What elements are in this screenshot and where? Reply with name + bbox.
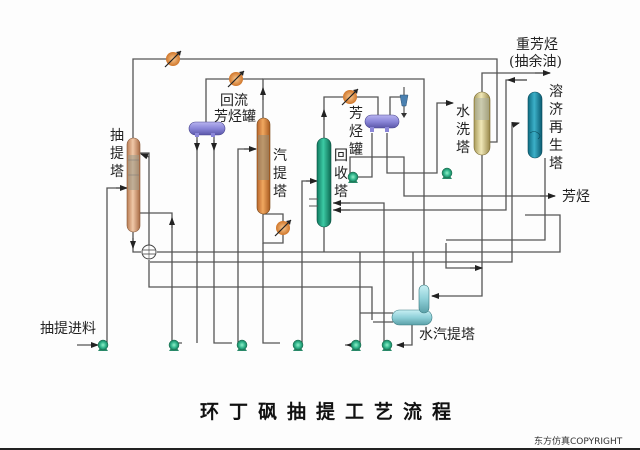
- pipe-aromatics-product: [349, 156, 555, 197]
- centrifugal-pump-icon[interactable]: [441, 167, 453, 179]
- centrifugal-pump-icon[interactable]: [236, 339, 248, 351]
- feed-label: 抽提进料: [40, 321, 96, 337]
- heat-exchanger-icon[interactable]: [227, 70, 245, 88]
- pipe-extractor-bottom: [132, 230, 141, 253]
- copyright-text: 东方仿真COPYRIGHT: [534, 435, 623, 447]
- pipe-stripper-bottom: [262, 243, 280, 344]
- pipe-drum-to-pump: [357, 133, 373, 178]
- svg-text:罐: 罐: [349, 142, 363, 158]
- pipe-regen-bottom: [446, 158, 546, 241]
- heat-exchanger-icon[interactable]: [274, 219, 292, 237]
- raffinate-label: (抽余油): [509, 53, 562, 70]
- solvent-regenerator[interactable]: [527, 91, 543, 159]
- pipe-stripper-side-inlet: [237, 148, 256, 343]
- svg-text:抽: 抽: [110, 128, 124, 144]
- arrow-extractor-top: [140, 153, 150, 160]
- pipe-stripper-reboiler: [262, 212, 284, 244]
- vent-valve-icon[interactable]: [399, 87, 409, 118]
- pipe-vent: [389, 96, 404, 118]
- bottom-divider: [0, 448, 640, 450]
- diagram-title: 环丁砜抽提工艺流程: [200, 400, 461, 423]
- svg-text:洗: 洗: [456, 122, 470, 138]
- svg-text:塔: 塔: [456, 140, 470, 156]
- svg-text:烃: 烃: [349, 124, 363, 140]
- svg-text:再: 再: [549, 120, 563, 136]
- centrifugal-pump-icon[interactable]: [292, 339, 304, 351]
- svg-text:济: 济: [549, 102, 563, 118]
- centrifugal-pump-icon[interactable]: [347, 171, 359, 183]
- svg-text:塔: 塔: [549, 156, 563, 172]
- svg-text:回流: 回流: [220, 93, 248, 109]
- pipe-pump-to-recovery: [345, 252, 361, 346]
- svg-text:提: 提: [273, 166, 287, 182]
- stripper-tower[interactable]: [256, 117, 271, 215]
- pipe-reflux-drum-inlet: [205, 78, 263, 122]
- svg-text:塔: 塔: [110, 164, 124, 180]
- centrifugal-pump-icon[interactable]: [350, 339, 362, 351]
- heat-exchanger-icon[interactable]: [341, 88, 359, 106]
- pipe-header-lower: [148, 260, 373, 320]
- svg-text:提: 提: [110, 146, 124, 162]
- pipe-reflux-out2: [213, 133, 232, 344]
- steam-stripper-label: 水汽提塔: [419, 327, 475, 343]
- aromatics-drum-label: 芳 烃 罐: [349, 105, 363, 158]
- centrifugal-pump-icon[interactable]: [381, 339, 393, 351]
- pipe-extractor-overhead: [132, 58, 498, 143]
- pipe-ss-bottom-pump: [397, 323, 413, 346]
- heat-exchanger-icon[interactable]: [164, 50, 182, 68]
- recovery-tower[interactable]: [309, 137, 332, 228]
- pipe-header-main: [157, 214, 561, 253]
- solvent-regenerator-label: 溶 济 再 生 塔: [549, 84, 563, 172]
- water-wash-tower[interactable]: [473, 91, 491, 156]
- svg-text:芳: 芳: [349, 105, 363, 122]
- heavy-aromatics-label: 重芳烃: [516, 36, 558, 53]
- pipe-wash-bottom: [432, 155, 483, 297]
- pipe-extractor-bottom-side: [140, 212, 182, 344]
- steam-stripper[interactable]: [391, 284, 433, 326]
- svg-text:水: 水: [456, 104, 470, 120]
- stripper-label: 汽 提 塔: [273, 148, 287, 200]
- reflux-drum-label: 回流 芳烃罐: [214, 93, 256, 125]
- reflux-aromatics-drum[interactable]: [188, 121, 226, 137]
- aromatics-drum[interactable]: [364, 114, 400, 132]
- svg-text:回: 回: [334, 148, 348, 164]
- centrifugal-pump-icon[interactable]: [97, 339, 109, 351]
- water-wash-tower-label: 水 洗 塔: [456, 104, 470, 156]
- arrow-regen-side: [511, 122, 520, 128]
- pipe-extractor-side-feed: [106, 187, 128, 344]
- svg-text:汽: 汽: [273, 148, 287, 164]
- extraction-tower[interactable]: [126, 137, 141, 233]
- svg-text:收: 收: [334, 166, 348, 182]
- svg-text:溶: 溶: [549, 84, 563, 100]
- svg-text:生: 生: [549, 138, 563, 154]
- extraction-tower-label: 抽 提 塔: [110, 128, 124, 180]
- pipe-heavy-aromatics: [481, 72, 550, 95]
- static-mixer-icon[interactable]: [141, 244, 157, 260]
- svg-text:芳烃罐: 芳烃罐: [214, 108, 256, 125]
- pipe-drum-to-wash: [386, 102, 452, 174]
- aromatics-product-label: 芳烃: [562, 188, 590, 205]
- pipe-steam-stripper-feed: [445, 243, 482, 269]
- svg-text:塔: 塔: [273, 184, 287, 200]
- recovery-tower-label: 回 收 塔: [334, 148, 348, 200]
- svg-text:塔: 塔: [334, 184, 348, 200]
- pipe-extractor-top-inlet: [140, 152, 150, 252]
- centrifugal-pump-icon[interactable]: [168, 339, 180, 351]
